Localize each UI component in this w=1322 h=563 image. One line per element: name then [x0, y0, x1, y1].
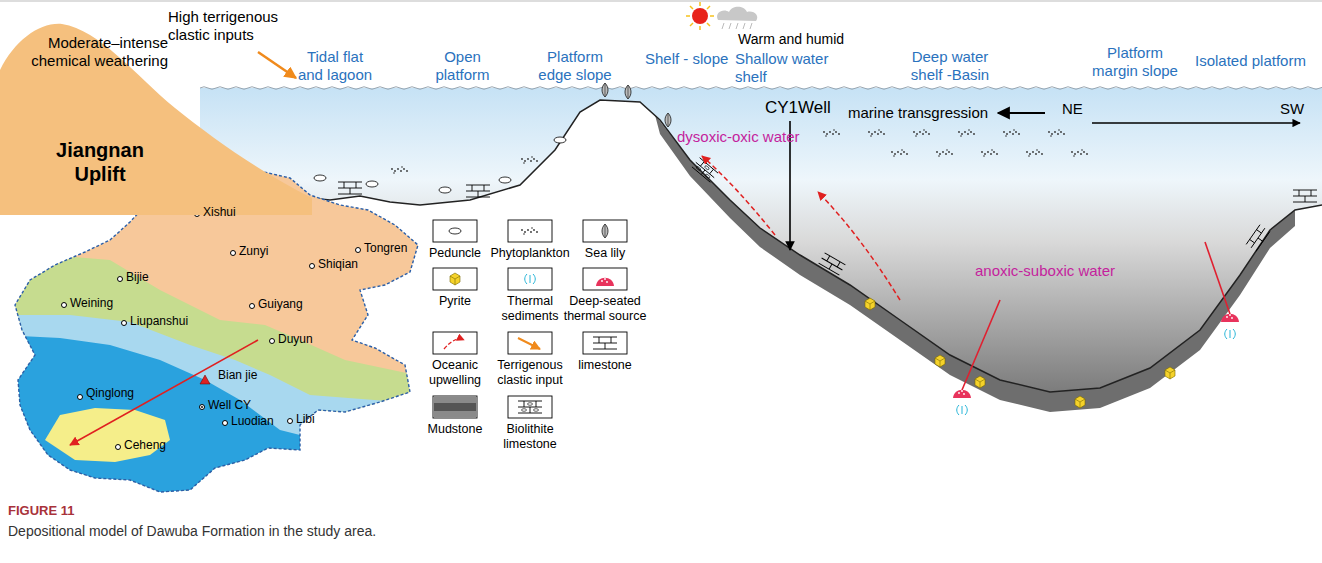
caption-text: Depositional model of Dawuba Formation i…	[8, 523, 376, 540]
city-label: Weining	[70, 296, 113, 310]
legend-label: Thermal sediments	[495, 294, 565, 324]
legend-label: Mudstone	[415, 422, 495, 437]
climate-label: Warm and humid	[738, 31, 844, 48]
well-label: CY1Well	[765, 98, 831, 118]
city-label: Tongren	[364, 241, 407, 255]
legend-label: Sea lily	[562, 246, 648, 261]
city-label: Guiyang	[258, 297, 303, 311]
legend-label: Oceanic upwelling	[415, 358, 495, 388]
city-label: Xishui	[203, 205, 236, 219]
legend-label: Peduncle	[415, 246, 495, 261]
zone-label: Deep water shelf -Basin	[900, 48, 1000, 84]
zone-label: Tidal flat and lagoon	[295, 48, 375, 84]
city-label: Well CY	[208, 398, 251, 412]
city-label: Shiqian	[318, 257, 358, 271]
legend-label: Biolithite limestone	[490, 422, 570, 452]
process-note: Moderate–intense chemical weathering	[0, 34, 168, 70]
city-label: Zunyi	[239, 244, 268, 258]
city-label: Ceheng	[124, 438, 166, 452]
city-label: Qinglong	[86, 386, 134, 400]
uplift-shape: Jiangnan Uplift	[0, 0, 320, 215]
zone-label: Shelf - slope	[645, 50, 728, 68]
city-label: Luodian	[231, 414, 274, 428]
uplift-outline	[0, 0, 320, 215]
city-label: Liupanshui	[130, 314, 188, 328]
zone-label: Platform edge slope	[535, 48, 615, 84]
zone-label: Open platform	[425, 48, 500, 84]
city-label: Bian jie	[218, 368, 257, 382]
legend-label: limestone	[562, 358, 648, 373]
water-label: dysoxic-oxic water	[677, 128, 800, 146]
zone-label: Platform margin slope	[1085, 44, 1185, 80]
direction-label: SW	[1280, 100, 1304, 118]
arrow-label: marine transgression	[848, 104, 988, 122]
process-note: High terrigenous clastic inputs	[168, 8, 288, 44]
city-label: Libi	[296, 412, 315, 426]
legend-label: Terrigenous clastic input	[490, 358, 570, 388]
legend-label: Deep-seated thermal source	[562, 294, 648, 324]
node-label: Jiangnan Uplift	[50, 138, 150, 186]
city-label: Duyun	[278, 332, 313, 346]
figure-number: FIGURE 11	[8, 503, 74, 519]
legend-label: Pyrite	[415, 294, 495, 309]
zone-label: Isolated platform	[1195, 52, 1306, 70]
legend-label: Phytoplankton	[490, 246, 570, 261]
zone-label: Shallow water shelf	[735, 50, 839, 86]
direction-label: NE	[1062, 100, 1083, 118]
water-label: anoxic-suboxic water	[975, 262, 1115, 280]
city-label: Bijie	[126, 270, 149, 284]
